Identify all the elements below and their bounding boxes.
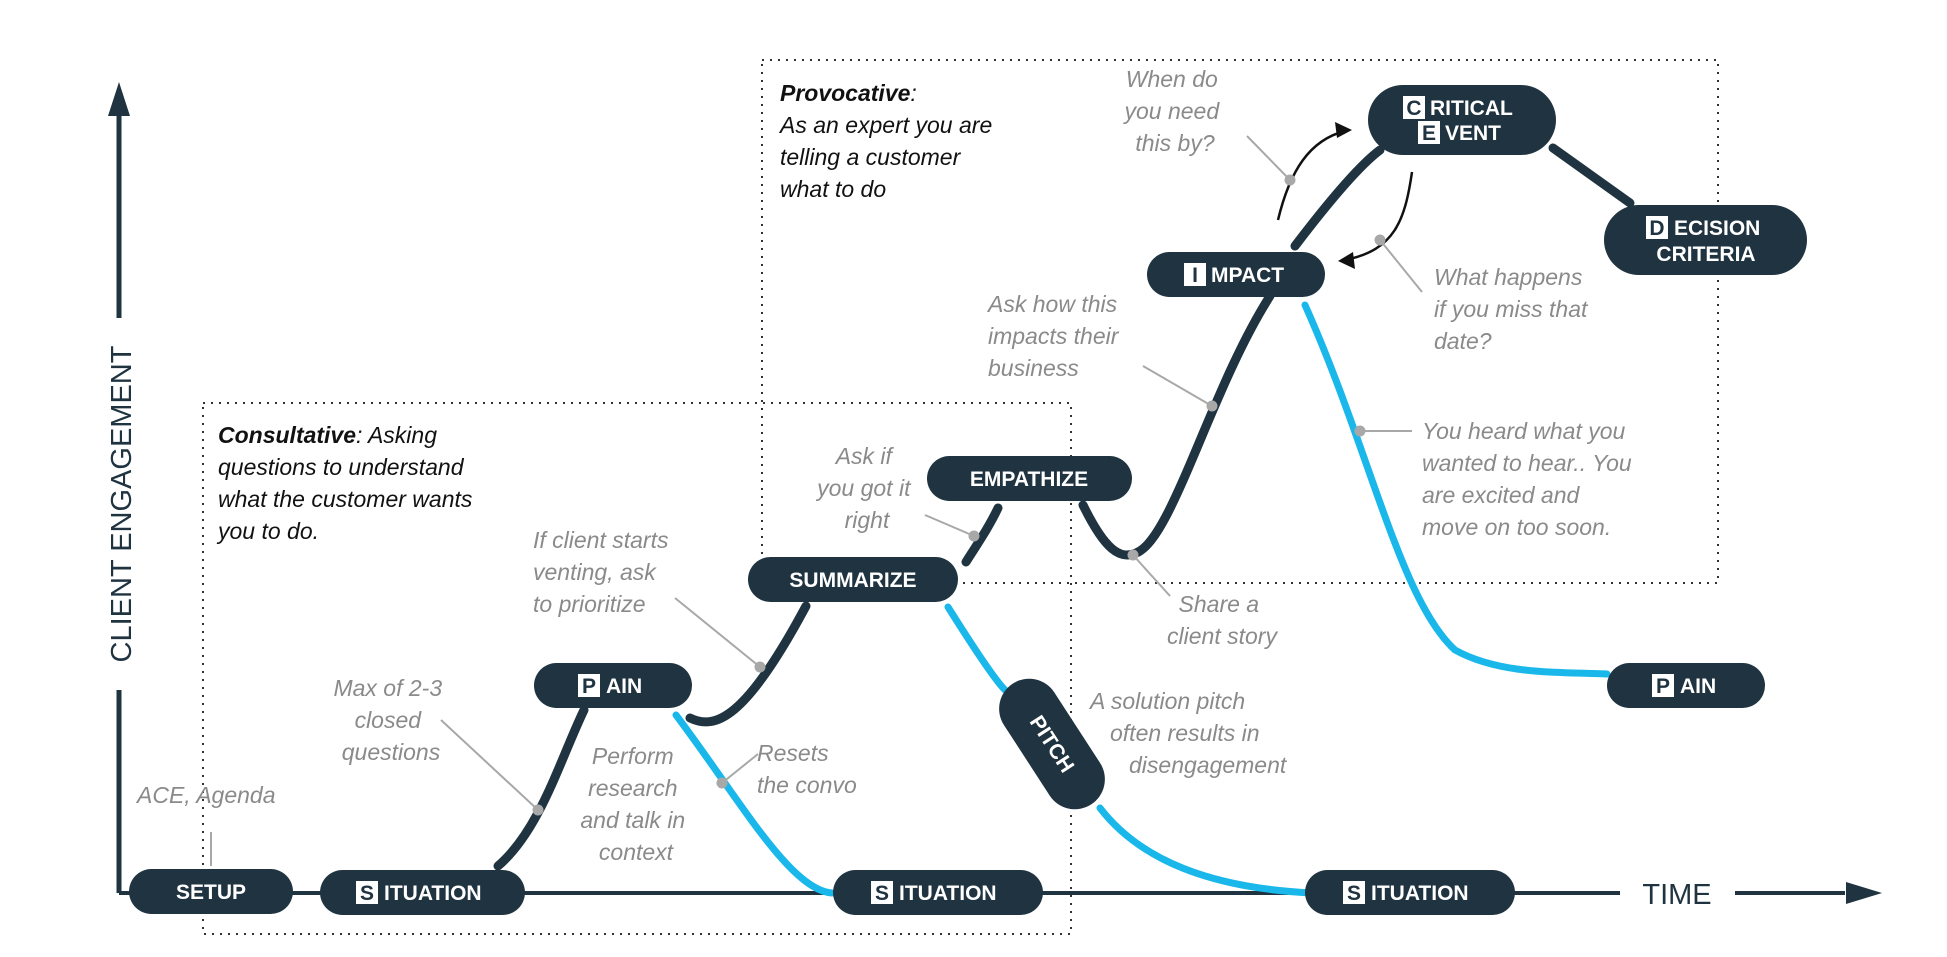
note-pitch-result: A solution pitch often results in diseng… bbox=[1088, 688, 1288, 778]
svg-text:P: P bbox=[1656, 675, 1670, 698]
note-heard-what: You heard what you wanted to hear.. You … bbox=[1422, 418, 1638, 540]
curved-arrows bbox=[1276, 122, 1414, 269]
svg-text:S: S bbox=[1347, 882, 1361, 905]
svg-text:EMPATHIZE: EMPATHIZE bbox=[970, 468, 1088, 491]
decision-criteria-node[interactable]: D ECISION CRITERIA bbox=[1604, 205, 1807, 275]
note-resets: Resets the convo bbox=[757, 740, 857, 798]
y-axis: CLIENT ENGAGEMENT bbox=[106, 82, 138, 893]
note-venting: If client starts venting, ask to priorit… bbox=[533, 527, 675, 617]
accent-path bbox=[672, 301, 1611, 897]
note-client-story: Share a client story bbox=[1167, 591, 1278, 649]
svg-text:D: D bbox=[1649, 217, 1664, 240]
note-ace-agenda: ACE, Agenda bbox=[135, 782, 276, 808]
svg-text:SETUP: SETUP bbox=[176, 881, 246, 904]
situation-node-2[interactable]: S ITUATION bbox=[833, 870, 1043, 915]
svg-text:E: E bbox=[1422, 122, 1436, 145]
note-miss-date: What happens if you miss that date? bbox=[1434, 264, 1594, 354]
svg-text:I: I bbox=[1192, 264, 1198, 287]
note-research: Perform research and talk in context bbox=[580, 743, 691, 865]
consultative-title: Consultative: Asking questions to unders… bbox=[216, 422, 479, 544]
critical-event-node[interactable]: C RITICAL E VENT bbox=[1368, 85, 1556, 155]
setup-node[interactable]: SETUP bbox=[129, 869, 293, 914]
pain-node-2[interactable]: P AIN bbox=[1607, 663, 1765, 708]
svg-text:ECISION: ECISION bbox=[1674, 217, 1760, 240]
summarize-node[interactable]: SUMMARIZE bbox=[748, 557, 958, 602]
svg-text:ITUATION: ITUATION bbox=[899, 882, 997, 905]
svg-text:RITICAL: RITICAL bbox=[1430, 97, 1513, 120]
situation-node-1[interactable]: S ITUATION bbox=[320, 870, 525, 915]
svg-text:MPACT: MPACT bbox=[1211, 264, 1284, 287]
impact-node[interactable]: I MPACT bbox=[1147, 252, 1325, 297]
svg-text:ITUATION: ITUATION bbox=[384, 882, 482, 905]
svg-text:S: S bbox=[875, 882, 889, 905]
consultative-region bbox=[202, 402, 1072, 935]
provocative-region bbox=[761, 59, 1719, 584]
situation-node-3[interactable]: S ITUATION bbox=[1305, 870, 1515, 915]
pitch-node[interactable]: PITCH bbox=[988, 667, 1117, 820]
provocative-title: Provocative: As an expert you are tellin… bbox=[778, 80, 999, 202]
svg-text:VENT: VENT bbox=[1445, 122, 1501, 145]
leader-lines bbox=[210, 135, 1423, 866]
empathize-node[interactable]: EMPATHIZE bbox=[927, 456, 1132, 501]
svg-text:SUMMARIZE: SUMMARIZE bbox=[789, 569, 916, 592]
svg-text:ITUATION: ITUATION bbox=[1371, 882, 1469, 905]
note-got-it-right: Ask if you got it right bbox=[815, 443, 917, 533]
y-axis-label: CLIENT ENGAGEMENT bbox=[106, 345, 138, 662]
svg-text:AIN: AIN bbox=[1680, 675, 1716, 698]
x-axis-label: TIME bbox=[1642, 879, 1711, 911]
dark-path bbox=[493, 143, 1635, 871]
note-max-closed: Max of 2-3 closed questions bbox=[333, 675, 448, 765]
svg-text:AIN: AIN bbox=[606, 675, 642, 698]
note-impacts-business: Ask how this impacts their business bbox=[986, 291, 1125, 381]
svg-text:S: S bbox=[360, 882, 374, 905]
pain-node-1[interactable]: P AIN bbox=[534, 663, 692, 708]
svg-text:C: C bbox=[1406, 97, 1421, 120]
note-need-by: When do you need this by? bbox=[1122, 66, 1225, 156]
svg-text:P: P bbox=[582, 675, 596, 698]
svg-text:CRITERIA: CRITERIA bbox=[1656, 243, 1755, 266]
